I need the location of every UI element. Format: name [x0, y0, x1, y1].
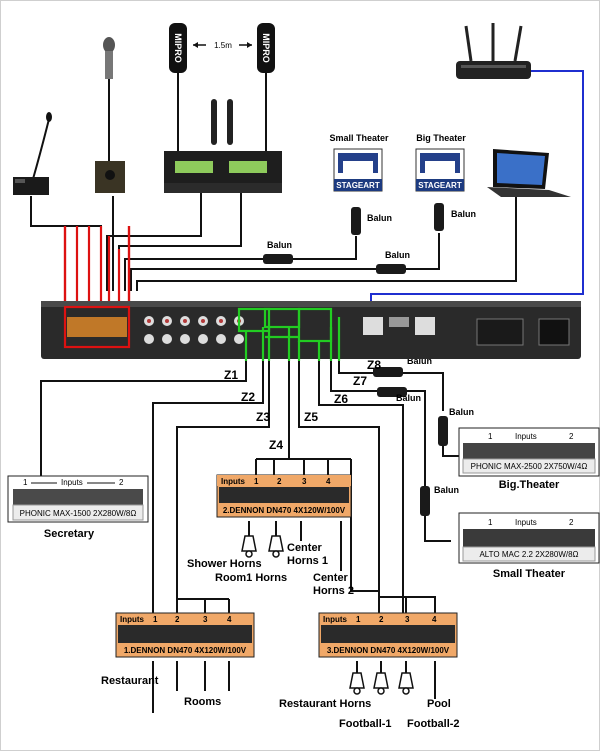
dn3-ch2: 2 [379, 615, 384, 624]
balun-label-4: Balun [385, 250, 410, 260]
small-theater-title: Small Theater [329, 133, 389, 143]
label-shower-horns: Shower Horns [187, 558, 262, 570]
dn1-ch2: 2 [175, 615, 180, 624]
laptop-icon [487, 149, 571, 197]
phonic1500-ch2: 2 [119, 478, 124, 487]
alto-ch2: 2 [569, 518, 574, 527]
phonic1500-ch1: 1 [23, 478, 28, 487]
black-cables [30, 193, 517, 713]
balun-label-7: Balun [449, 407, 474, 417]
zone-label-z8: Z8 [367, 358, 381, 372]
label-center-horns-1a: Center [287, 542, 323, 554]
alto-model: ALTO MAC 2.2 2X280W/8Ω [479, 550, 578, 559]
label-football-1: Football-1 [339, 718, 392, 730]
caption-big-theater: Big.Theater [499, 479, 560, 491]
wireless-receiver: MIPRO MIPRO 1.5m [164, 23, 282, 193]
dn1-model: 1.DENNON DN470 4X120W/100V [124, 646, 247, 655]
label-center-horns-2a: Center [313, 572, 349, 584]
small-theater-logo: Small Theater STAGEART [329, 133, 389, 192]
dn1-inputs: Inputs [120, 615, 145, 624]
mipro-logo-left: MIPRO [173, 33, 183, 63]
big-theater-stageart: STAGEART [418, 181, 462, 190]
amp-phonic-1500: 1 Inputs 2 PHONIC MAX-1500 2X280W/8Ω [7, 475, 149, 523]
zone-label-z1: Z1 [224, 368, 238, 382]
dn3-model: 3.DENNON DN470 4X120W/100V [327, 646, 450, 655]
label-restaurant: Restaurant [101, 675, 159, 687]
dn1-ch1: 1 [153, 615, 158, 624]
dn3-ch1: 1 [356, 615, 361, 624]
label-restaurant-horns: Restaurant Horns [279, 698, 371, 710]
dn1-ch4: 4 [227, 615, 232, 624]
zone-label-z3: Z3 [256, 410, 270, 424]
balun-label-2: Balun [451, 209, 476, 219]
label-room1-horns: Room1 Horns [215, 572, 287, 584]
dn2-ch2: 2 [277, 477, 282, 486]
router-icon [456, 23, 531, 79]
balun-label-5: Balun [407, 356, 432, 366]
mipro-logo-right: MIPRO [261, 33, 271, 63]
label-pool: Pool [427, 698, 451, 710]
antenna-distance-label: 1.5m [214, 41, 232, 50]
zone-output-block [237, 307, 341, 361]
dn2-ch1: 1 [254, 477, 259, 486]
dn2-ch3: 3 [302, 477, 307, 486]
amp-alto: 1 Inputs 2 ALTO MAC 2.2 2X280W/8Ω [458, 512, 600, 564]
handheld-mic-icon [95, 37, 125, 193]
zone-label-z4: Z4 [269, 438, 283, 452]
dsp-processor [41, 301, 581, 359]
caption-small-theater: Small Theater [493, 568, 566, 580]
label-football-2: Football-2 [407, 718, 460, 730]
phonic1500-inputs: Inputs [61, 478, 83, 487]
amp-dennon-1: Inputs 1 2 3 4 1.DENNON DN470 4X120W/100… [115, 612, 255, 658]
balun-devices [263, 203, 448, 516]
dn3-inputs: Inputs [323, 615, 348, 624]
dn2-model: 2.DENNON DN470 4X120W/100V [223, 506, 346, 515]
dn2-ch4: 4 [326, 477, 331, 486]
alto-ch1: 1 [488, 518, 493, 527]
amp-dennon-3: Inputs 1 2 3 4 3.DENNON DN470 4X120W/100… [318, 612, 458, 658]
phonic1500-model: PHONIC MAX-1500 2X280W/8Ω [20, 509, 137, 518]
dn2-inputs: Inputs [221, 477, 246, 486]
zone-label-z6: Z6 [334, 392, 348, 406]
dn3-ch4: 4 [432, 615, 437, 624]
big-theater-title: Big Theater [416, 133, 466, 143]
zone-label-z2: Z2 [241, 390, 255, 404]
phonic2500-inputs: Inputs [515, 432, 537, 441]
analog-input-block [63, 305, 131, 349]
big-theater-logo: Big Theater STAGEART [415, 133, 466, 192]
dn3-ch3: 3 [405, 615, 410, 624]
balun-label-6: Balun [396, 393, 421, 403]
amp-phonic-2500: 1 Inputs 2 PHONIC MAX-2500 2X750W/4Ω [458, 427, 600, 477]
balun-label-3: Balun [267, 240, 292, 250]
label-center-horns-1b: Horns 1 [287, 555, 328, 567]
small-theater-stageart: STAGEART [336, 181, 380, 190]
balun-label-1: Balun [367, 213, 392, 223]
phonic2500-ch1: 1 [488, 432, 493, 441]
caption-secretary: Secretary [44, 528, 95, 540]
label-rooms: Rooms [184, 696, 221, 708]
zone-label-z7: Z7 [353, 374, 367, 388]
dn1-ch3: 3 [203, 615, 208, 624]
amp-dennon-2: Inputs 1 2 3 4 2.DENNON DN470 4X120W/100… [216, 474, 352, 518]
horn-speaker-icons [241, 535, 414, 695]
zone-label-z5: Z5 [304, 410, 318, 424]
label-center-horns-2b: Horns 2 [313, 585, 354, 597]
desk-mic-icon [13, 112, 52, 195]
alto-inputs: Inputs [515, 518, 537, 527]
phonic2500-ch2: 2 [569, 432, 574, 441]
balun-label-8: Balun [434, 485, 459, 495]
phonic2500-model: PHONIC MAX-2500 2X750W/4Ω [471, 462, 588, 471]
